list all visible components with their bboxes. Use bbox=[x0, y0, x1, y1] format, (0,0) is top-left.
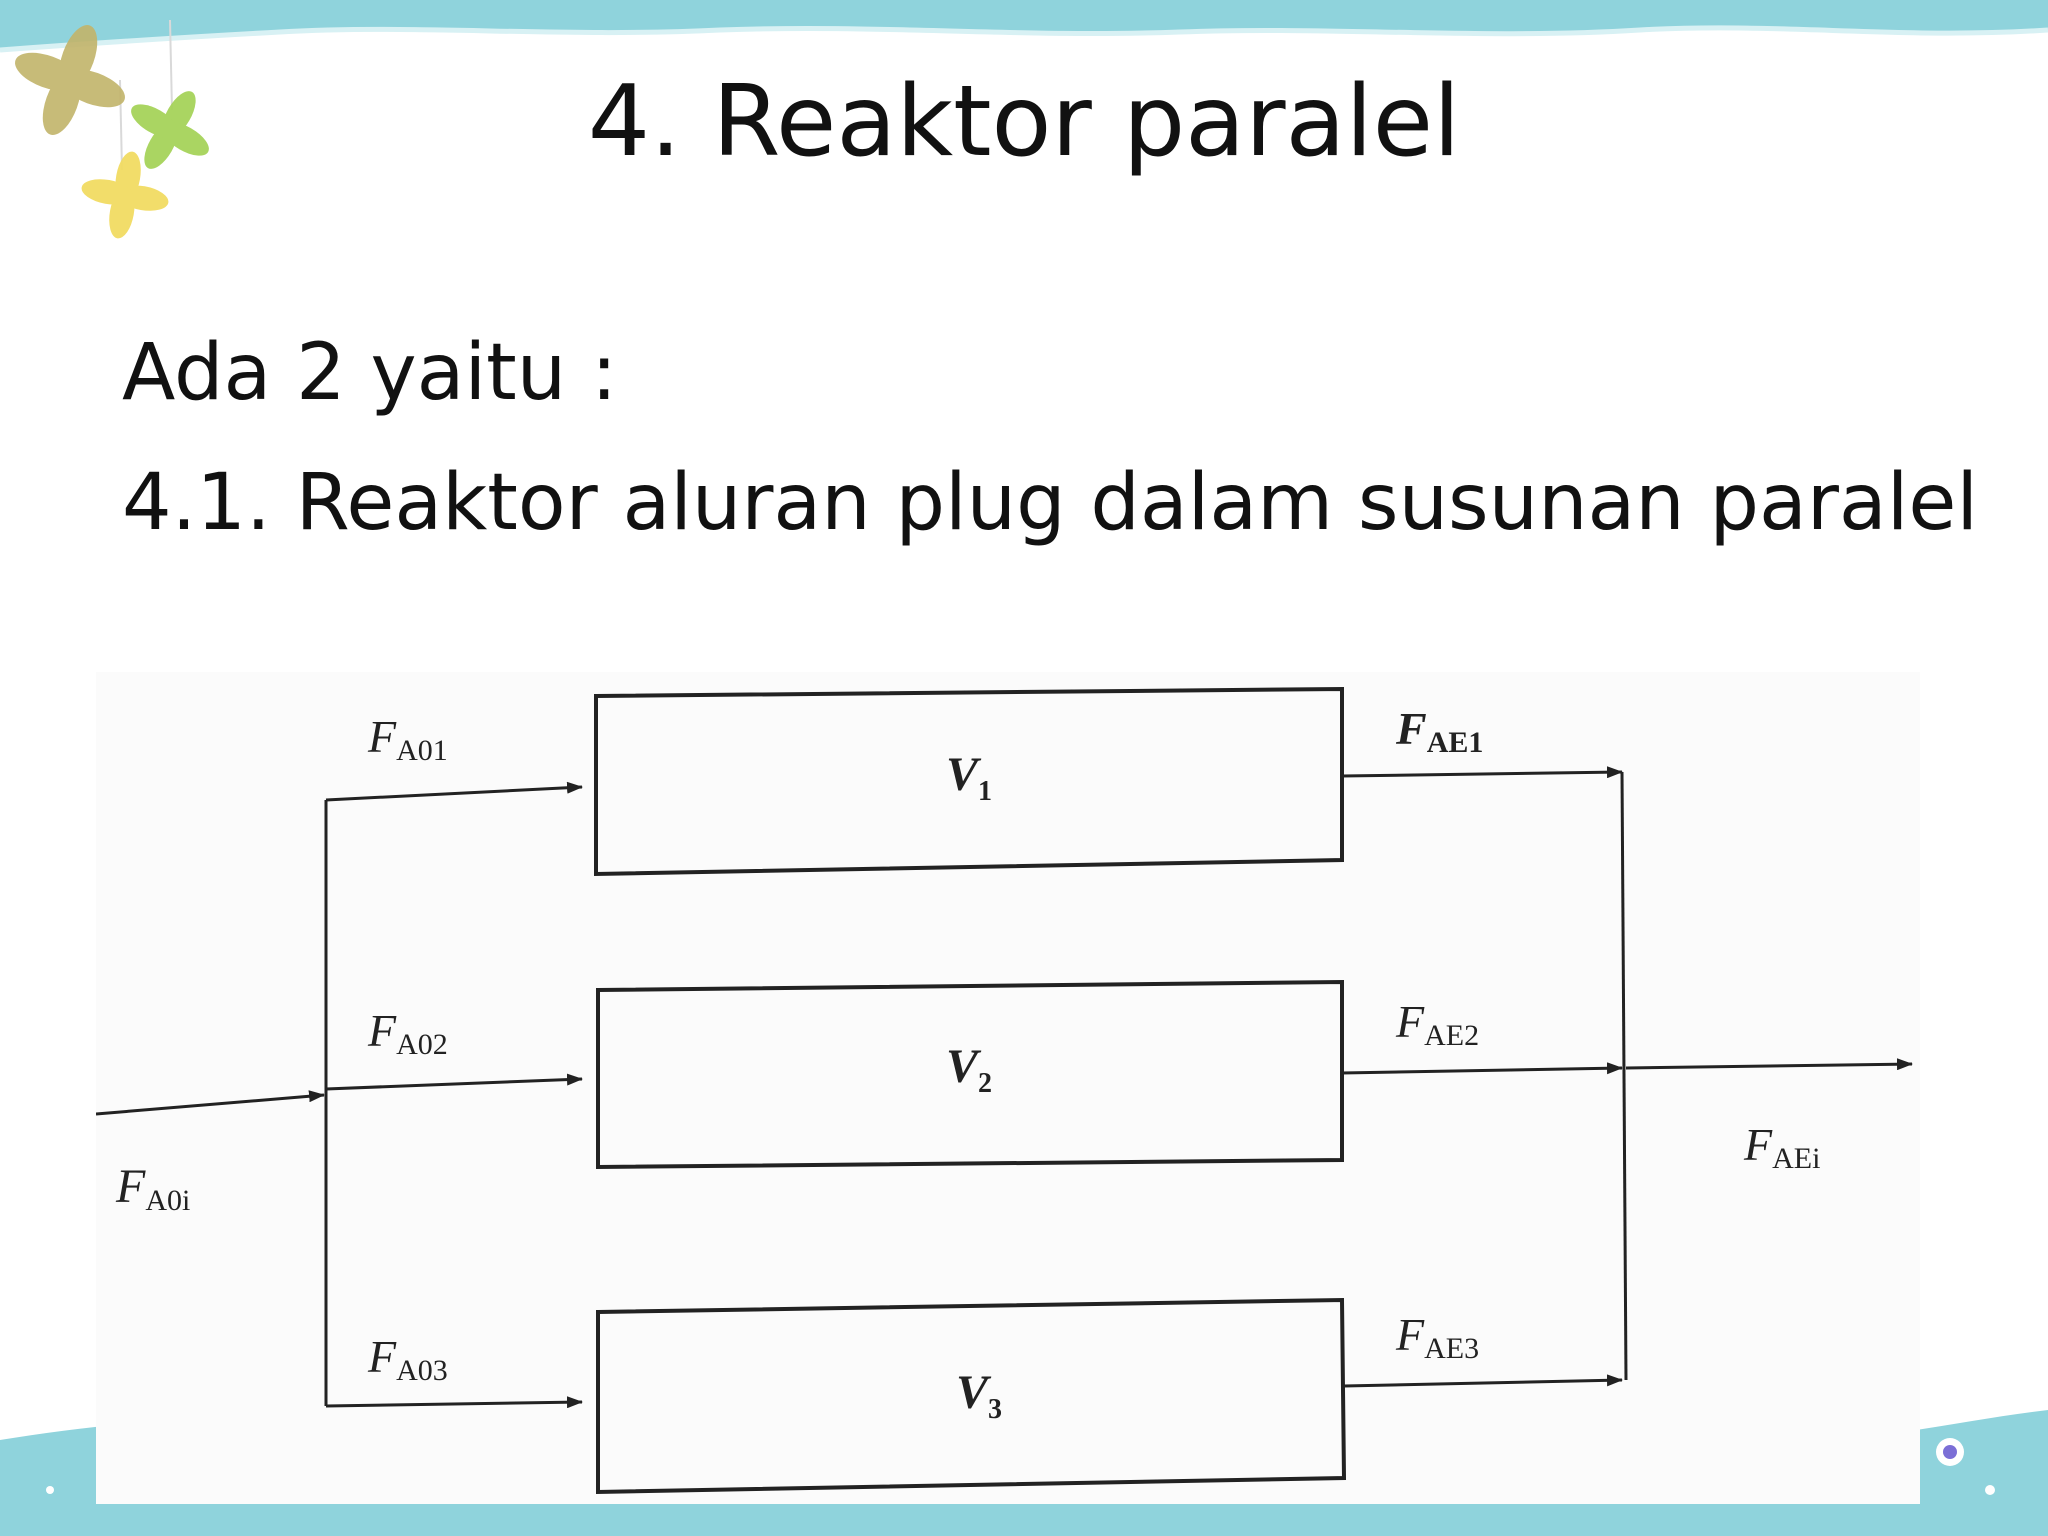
body-text-subheading: 4.1. Reaktor aluran plug dalam susunan p… bbox=[122, 458, 1979, 548]
feed-branch-1 bbox=[325, 781, 583, 802]
outlet-label-2: FAE2 bbox=[1395, 996, 1479, 1052]
feed-label-2: FA02 bbox=[367, 1005, 448, 1061]
parallel-reactor-diagram: FA0i V1 V2 V3 FA01 FA02 bbox=[96, 672, 1920, 1504]
inlet-stream-line bbox=[96, 1090, 325, 1116]
reactor-2: V2 bbox=[596, 979, 1344, 1170]
svg-text:V1: V1 bbox=[946, 748, 992, 807]
outlet-label-1: FAE1 bbox=[1395, 703, 1483, 759]
inlet-label: FA0i bbox=[115, 1160, 190, 1217]
reactor-1: V1 bbox=[594, 686, 1344, 877]
feed-branch-3 bbox=[325, 1396, 583, 1409]
feed-label-3: FA03 bbox=[367, 1331, 448, 1387]
slide-title: 4. Reaktor paralel bbox=[587, 65, 1461, 179]
feed-branch-2 bbox=[325, 1073, 583, 1091]
feed-label-1: FA01 bbox=[367, 711, 448, 767]
outlet-label-3: FAE3 bbox=[1395, 1309, 1479, 1365]
reactor-3: V3 bbox=[596, 1297, 1347, 1495]
outlet-manifold-line bbox=[1620, 771, 1628, 1381]
final-outlet-label: FAEi bbox=[1743, 1119, 1820, 1175]
svg-text:V3: V3 bbox=[956, 1366, 1002, 1425]
pinwheel-decoration-icon bbox=[15, 20, 209, 239]
outlet-branch-3 bbox=[1343, 1374, 1623, 1388]
outlet-branch-1 bbox=[1341, 766, 1623, 779]
outlet-branch-2 bbox=[1341, 1062, 1623, 1075]
body-text-intro: Ada 2 yaitu : bbox=[122, 328, 618, 418]
outlet-stream-line bbox=[1625, 1058, 1913, 1071]
svg-text:V2: V2 bbox=[946, 1040, 992, 1099]
top-wave-decoration bbox=[0, 0, 2048, 53]
diagram-canvas: FA0i V1 V2 V3 FA01 FA02 bbox=[96, 686, 1913, 1495]
